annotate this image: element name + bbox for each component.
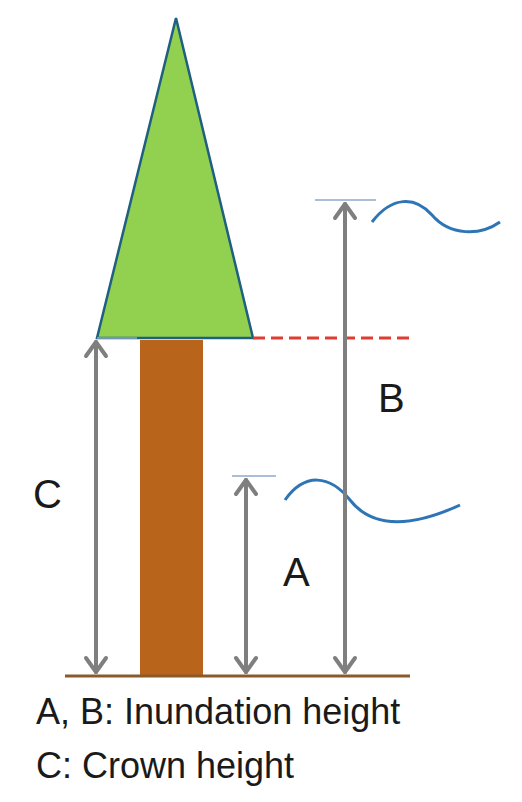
tick-line [232, 475, 276, 477]
note-text: A, B: Inundation height [36, 694, 400, 730]
water-wave [285, 480, 460, 522]
dimension-letter: A [283, 552, 310, 592]
note-text: C: Crown height [36, 748, 294, 784]
tick-line [315, 199, 376, 201]
arrow-head [86, 342, 106, 356]
arrow-head [236, 658, 256, 672]
crown-level-line [253, 337, 410, 340]
arrow-head [86, 658, 106, 672]
dimension-arrow [244, 480, 248, 672]
dimension-arrow [94, 342, 98, 672]
dimension-arrow [343, 204, 347, 672]
tick-line [97, 337, 137, 339]
tree-trunk [140, 340, 203, 676]
water-wave [372, 202, 500, 232]
arrow-head [335, 204, 355, 218]
arrow-head [236, 480, 256, 494]
dimension-letter: C [33, 474, 62, 514]
tree-crown [97, 18, 253, 338]
dimension-letter: B [378, 378, 405, 418]
ground-line [65, 675, 410, 678]
arrow-head [335, 658, 355, 672]
